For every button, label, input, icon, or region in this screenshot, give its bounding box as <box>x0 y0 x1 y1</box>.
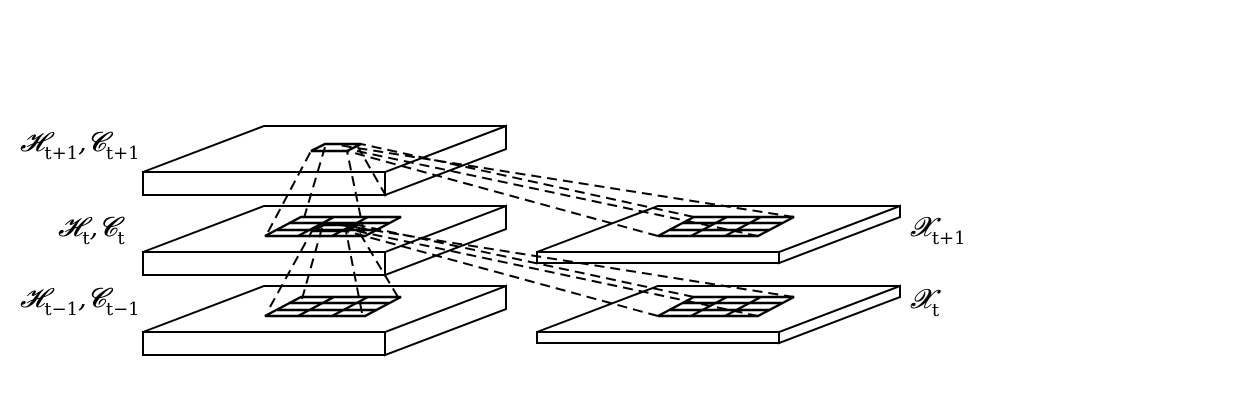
connections-middle-to-top <box>267 146 387 234</box>
input-layer-t <box>536 284 901 345</box>
connections-input-t-plus-1-to-top <box>337 143 795 237</box>
label-x-t-plus-1: 𝓧t+1 <box>910 212 966 249</box>
label-h-c-t-minus-1: 𝓗t−1,𝓒t−1 <box>20 283 140 320</box>
hidden-layer-t <box>142 204 507 277</box>
hidden-layer-t-plus-1 <box>142 124 507 197</box>
label-h-c-t-plus-1: 𝓗t+1,𝓒t+1 <box>20 127 140 164</box>
label-x-t: 𝓧t <box>910 284 941 321</box>
connections-input-t-to-middle <box>339 224 795 317</box>
input-layer-t-plus-1 <box>536 204 901 265</box>
label-h-c-t: 𝓗t,𝓒t <box>58 212 125 249</box>
kernel-grid-bottom <box>264 295 402 318</box>
connections-bottom-to-middle <box>269 226 399 314</box>
